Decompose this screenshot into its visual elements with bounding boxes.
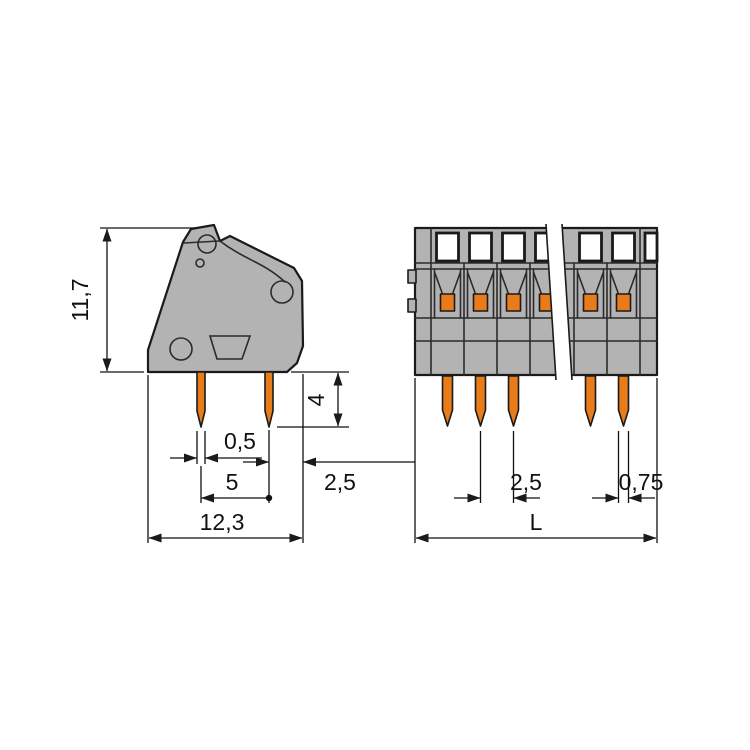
clamp-contact xyxy=(505,293,522,312)
dim-label-height: 11,7 xyxy=(67,278,93,321)
dim-height: 11,7 xyxy=(67,227,196,373)
side-view: 11,7 4 0,5 5 2 xyxy=(67,223,415,543)
terminal-unit xyxy=(499,231,528,427)
side-view-pins xyxy=(196,371,274,428)
side-latch-tab xyxy=(407,269,417,284)
clamp-contact xyxy=(615,293,632,312)
wire-entry-window xyxy=(468,231,493,263)
terminal-unit xyxy=(609,231,638,427)
solder-pin xyxy=(196,371,206,428)
terminal-unit xyxy=(576,231,605,427)
dim-pin-to-edge: 2,5 xyxy=(243,374,415,543)
clamp-hole-right xyxy=(270,280,294,304)
dim-overall-width: 12,3 xyxy=(147,375,303,543)
cutout xyxy=(208,335,252,360)
wire-entry-window xyxy=(611,231,636,263)
funnel xyxy=(499,268,528,319)
wire-entry-window xyxy=(435,231,460,263)
dim-pin-width: 0,75 xyxy=(592,431,663,503)
spring-line xyxy=(219,240,286,283)
dim-label-overall-length: L xyxy=(530,509,543,535)
clamp-contact xyxy=(582,293,599,312)
clamp-contact xyxy=(472,293,489,312)
solder-pin xyxy=(441,375,454,427)
solder-pin xyxy=(507,375,520,427)
lever-tab-line xyxy=(183,240,220,244)
break-gap xyxy=(546,224,572,380)
wire-entry-window xyxy=(578,231,603,263)
front-view: 2,5 0,75 L xyxy=(407,223,663,543)
solder-pin xyxy=(264,371,274,428)
dim-label-pin-width: 0,75 xyxy=(619,469,664,495)
funnel xyxy=(609,268,638,319)
solder-pin xyxy=(584,375,597,427)
terminal-unit xyxy=(433,231,462,427)
break-line xyxy=(545,223,557,381)
body-outline xyxy=(146,223,305,374)
dim-label-pin-pitch: 2,5 xyxy=(510,469,542,495)
break-lines xyxy=(545,223,573,381)
solder-pin xyxy=(474,375,487,427)
side-view-body xyxy=(146,223,305,374)
dim-label-overall-width: 12,3 xyxy=(200,509,245,535)
dim-label-pin-to-edge: 2,5 xyxy=(324,469,356,495)
dim-overall-length: L xyxy=(414,378,658,543)
dim-pin-thickness: 0,5 xyxy=(170,428,262,464)
clamp-hole-top xyxy=(197,234,217,254)
funnel xyxy=(433,268,462,319)
side-latch-tab xyxy=(407,298,417,313)
dim-pin-spacing: 5 xyxy=(200,466,273,503)
wire-entry-window-partial xyxy=(643,231,659,263)
dim-label-pin-length: 4 xyxy=(303,393,329,406)
funnel xyxy=(576,268,605,319)
terminal-unit xyxy=(466,231,495,427)
break-line xyxy=(561,223,573,381)
dim-label-pin-thickness: 0,5 xyxy=(224,428,256,454)
mount-hole-bottom xyxy=(169,337,193,361)
solder-pin xyxy=(617,375,630,427)
wire-entry-window xyxy=(501,231,526,263)
clamp-contact xyxy=(439,293,456,312)
dim-pin-pitch: 2,5 xyxy=(454,431,542,503)
dim-pin-length: 4 xyxy=(277,371,349,428)
funnel xyxy=(466,268,495,319)
dim-label-pin-spacing: 5 xyxy=(226,469,239,495)
small-hole xyxy=(195,258,205,268)
